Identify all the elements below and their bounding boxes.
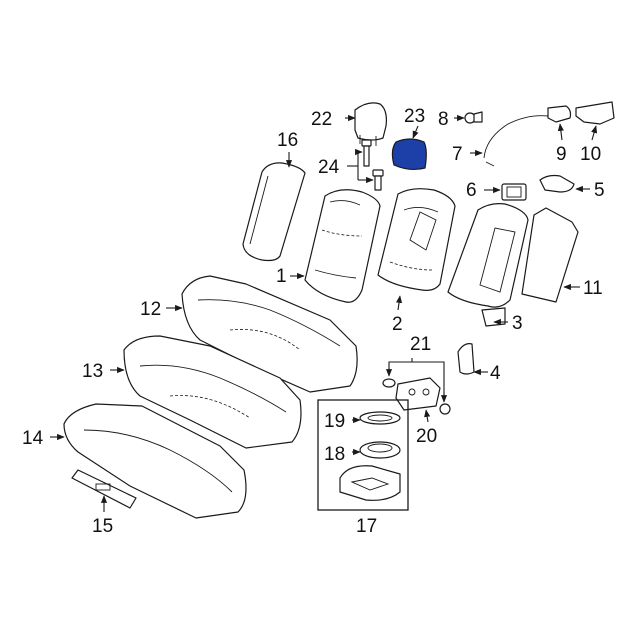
part-15-bracket[interactable] xyxy=(71,469,137,509)
callout-23: 23 xyxy=(404,106,425,127)
callout-13: 13 xyxy=(82,361,103,382)
callout-8: 8 xyxy=(438,109,449,130)
part-11-panel[interactable] xyxy=(521,207,579,303)
part-17-cup-holder[interactable] xyxy=(339,465,401,501)
callout-22: 22 xyxy=(311,109,332,130)
part-8-clip[interactable] xyxy=(464,111,483,124)
part-24-headrest-guides[interactable] xyxy=(361,139,384,191)
leader-lines xyxy=(50,114,598,512)
part-7-cable[interactable] xyxy=(483,115,549,167)
callout-9: 9 xyxy=(556,144,567,165)
part-6-bezel[interactable] xyxy=(501,183,527,201)
callout-11: 11 xyxy=(583,278,603,299)
part-13-cushion-pad[interactable] xyxy=(123,335,302,449)
part-5-latch[interactable] xyxy=(539,174,575,193)
part-18-cup-holder-lid[interactable] xyxy=(359,441,401,459)
part-3-seatback-frame[interactable] xyxy=(447,203,529,327)
callout-3: 3 xyxy=(512,313,523,334)
kit-box-17 xyxy=(317,399,409,511)
part-16-backrest-pad[interactable] xyxy=(242,162,306,262)
callout-1: 1 xyxy=(276,266,287,287)
callout-5: 5 xyxy=(594,180,605,201)
part-23-headrest-cover[interactable] xyxy=(391,138,427,171)
part-14-seat-frame[interactable] xyxy=(63,403,247,519)
callout-19: 19 xyxy=(324,411,345,432)
callout-labels: 1 2 3 4 5 6 7 8 9 10 11 12 13 14 15 16 1… xyxy=(22,106,605,537)
part-4-side-trim[interactable] xyxy=(457,343,475,375)
callout-14: 14 xyxy=(22,428,44,449)
part-21-bushing-left[interactable] xyxy=(382,378,396,388)
callout-24: 24 xyxy=(318,157,340,178)
part-10-handle-housing[interactable] xyxy=(575,101,615,125)
part-9-handle[interactable] xyxy=(547,105,572,123)
callout-16: 16 xyxy=(277,130,298,151)
part-1-seatback-cover[interactable] xyxy=(304,189,381,303)
part-2-seatback-pad[interactable] xyxy=(377,188,456,291)
callout-6: 6 xyxy=(466,180,477,201)
callout-17: 17 xyxy=(356,516,377,537)
callout-2: 2 xyxy=(392,314,403,335)
part-21-bushing-right[interactable] xyxy=(439,403,451,415)
part-20-hinge-bracket[interactable] xyxy=(395,377,441,411)
callout-20: 20 xyxy=(416,426,437,447)
part-19-cup-holder-insert[interactable] xyxy=(359,411,401,425)
callout-4: 4 xyxy=(490,363,501,384)
callout-7: 7 xyxy=(452,144,463,165)
callout-18: 18 xyxy=(324,444,345,465)
callout-15: 15 xyxy=(92,516,113,537)
callout-21: 21 xyxy=(410,334,431,355)
part-12-cushion-cover[interactable] xyxy=(181,275,358,393)
callout-10: 10 xyxy=(580,144,601,165)
callout-12: 12 xyxy=(140,299,161,320)
